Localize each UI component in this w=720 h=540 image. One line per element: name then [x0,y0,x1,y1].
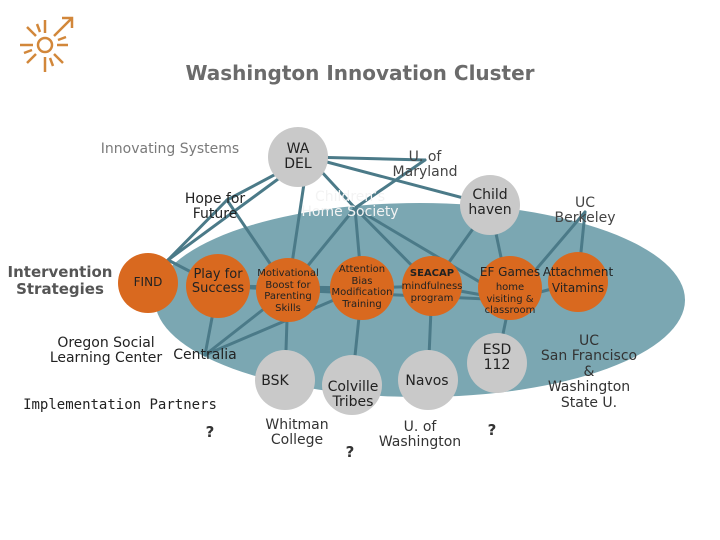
section-innovating-systems: Innovating Systems [100,141,240,157]
gray-nodes [255,127,527,415]
label-home-visiting: home visiting & classroom [484,282,536,316]
label-esd-112: ESD 112 [482,342,512,374]
section-implementation-partners: Implementation Partners [23,397,217,413]
label-centralia: Centralia [173,347,237,363]
label-whitman: Whitman College [265,417,329,449]
label-play-for-success: Play for Success [191,267,245,297]
node-navos [398,350,458,410]
label-attachment: Attachment [542,265,614,279]
node-find [118,253,178,313]
node-seacap [402,256,462,316]
question-mark-2: ? [345,443,355,461]
label-navos: Navos [405,373,449,389]
orange-nodes [118,252,608,322]
label-colville: Colville Tribes [327,379,379,411]
node-motivational-boost [256,258,320,322]
label-u-washington: U. of Washington [378,419,462,451]
label-uc-berkeley: UC Berkeley [554,195,616,227]
label-attention-bias: Attention Bias Modification Training [331,264,393,310]
label-motivational-boost: Motivational Boost for Parenting Skills [257,268,319,314]
label-find: FIND [133,275,163,289]
node-wa-del [268,127,328,187]
label-childrens-home: Children’s Home Society [301,189,399,221]
page-title: Washington Innovation Cluster [185,61,535,85]
node-colville [322,355,382,415]
section-intervention-strategies: Intervention Strategies [7,263,113,298]
node-esd-112 [467,333,527,393]
label-child-haven: Child haven [468,187,512,219]
question-mark-1: ? [205,423,215,441]
label-seacap: SEACAP [409,268,455,279]
node-attachment [548,252,608,312]
label-bsk: BSK [261,373,289,389]
question-mark-3: ? [487,421,497,439]
node-ef-games [478,256,542,320]
sunburst-arrow-icon [20,16,74,72]
label-oregon-social: Oregon Social Learning Center [49,335,163,367]
label-seacap-desc: mindfulness program [401,281,463,304]
node-play-for-success [186,254,250,318]
label-u-maryland: U. of Maryland [392,149,458,181]
label-wa-del: WA DEL [284,141,312,173]
label-ef-games: EF Games [479,265,541,279]
label-vitamins: Vitamins [551,281,605,295]
label-hope-for-future: Hope for Future [184,191,246,223]
node-child-haven [460,175,520,235]
label-uc-sf-wsu: UC San Francisco & Washington State U. [540,333,638,411]
node-attention-bias [330,256,394,320]
node-bsk [255,350,315,410]
